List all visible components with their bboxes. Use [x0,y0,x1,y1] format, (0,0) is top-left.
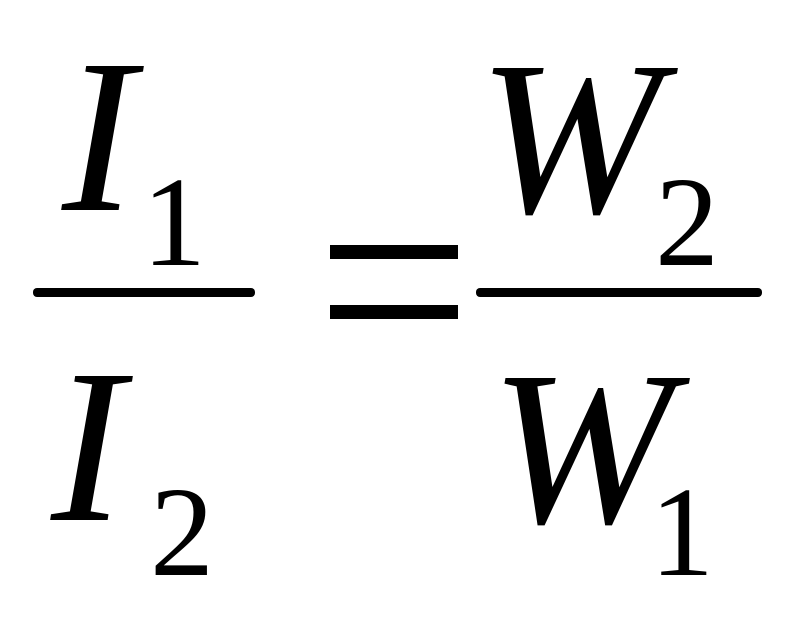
left-numerator-symbol: I [62,14,136,258]
left-numerator-subscript: 1 [142,151,206,293]
right-denominator-symbol: W [490,326,674,570]
left-denominator-subscript: 2 [150,461,214,603]
equals-top-bar [330,245,458,259]
right-denominator-subscript: 1 [650,461,714,603]
left-denominator-symbol: I [51,324,125,568]
left-fraction-bar [33,288,255,297]
equals-bottom-bar [330,305,458,319]
right-fraction-bar [476,288,762,297]
right-numerator-symbol: W [478,16,662,260]
right-numerator-subscript: 2 [655,151,719,293]
